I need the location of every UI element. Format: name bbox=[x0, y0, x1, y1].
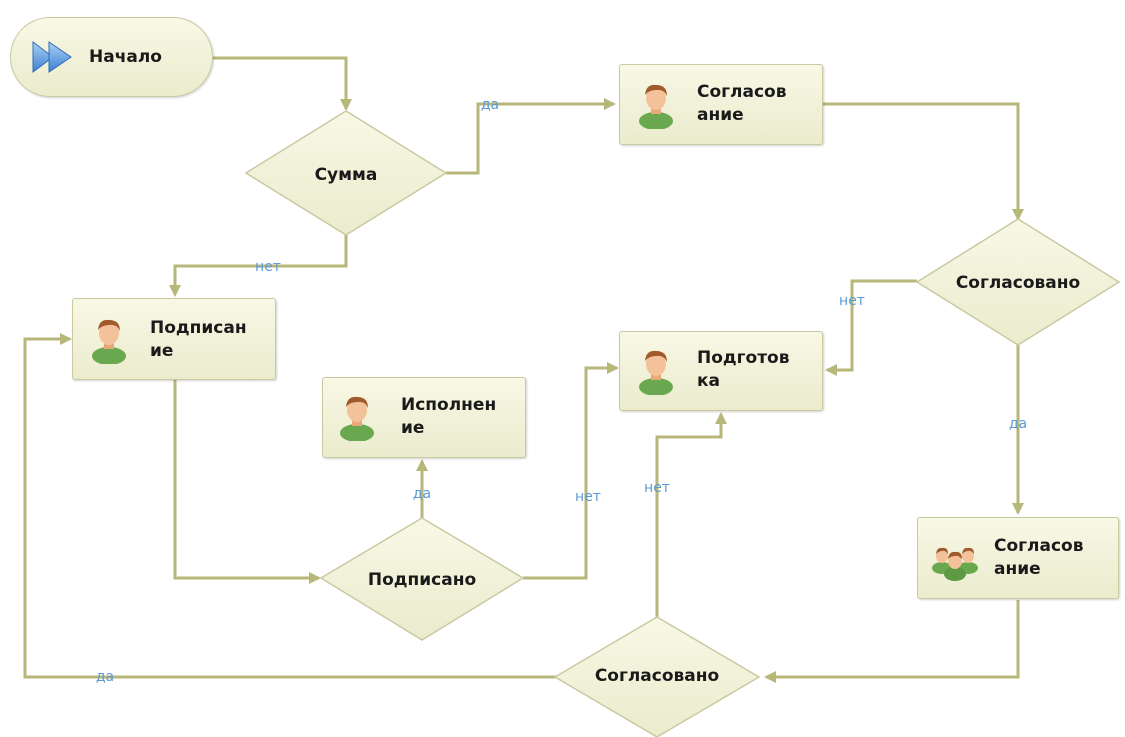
user-group-icon bbox=[932, 547, 978, 581]
edge-label-podpisano-yes: да bbox=[412, 486, 432, 502]
edge-label-soglasovano1-yes: да bbox=[1008, 416, 1028, 432]
edge-summa-yes bbox=[446, 98, 616, 175]
user-icon bbox=[92, 319, 126, 364]
user-icon bbox=[639, 84, 673, 129]
decision-soglasovano-1-label: Согласовано bbox=[955, 273, 1081, 293]
decision-soglasovano-2-shape bbox=[553, 616, 761, 737]
edge-summa-no bbox=[169, 235, 348, 297]
user-icon bbox=[340, 396, 374, 441]
task-soglasovanie-1[interactable]: Согласов ание bbox=[619, 64, 823, 145]
start-node[interactable]: Начало bbox=[10, 17, 213, 97]
task-podpisanie[interactable]: Подписан ие bbox=[72, 298, 276, 380]
edge-soglasovano1-no bbox=[825, 279, 917, 376]
task-soglasovanie-2-label: Согласов ание bbox=[994, 536, 1084, 579]
task-podpisanie-label: Подписан ие bbox=[150, 318, 247, 361]
decision-soglasovano-1-shape bbox=[915, 218, 1121, 346]
edge-soglasovanie2-to-decision bbox=[764, 600, 1020, 683]
user-icon bbox=[639, 350, 673, 395]
edge-start-to-summa bbox=[213, 56, 352, 111]
decision-summa-label: Сумма bbox=[314, 165, 378, 185]
task-podgotovka-label: Подготов ка bbox=[697, 348, 790, 391]
edge-label-podpisano-no: нет bbox=[575, 489, 601, 505]
connector-lines bbox=[23, 56, 1024, 683]
task-soglasovanie-2[interactable]: Согласов ание bbox=[917, 517, 1119, 599]
task-ispolnenie-label: Исполнен ие bbox=[401, 395, 497, 438]
decision-shapes bbox=[244, 110, 1121, 737]
edge-label-summa-yes: да bbox=[480, 97, 500, 113]
play-icon bbox=[32, 41, 72, 73]
task-ispolnenie[interactable]: Исполнен ие bbox=[322, 377, 526, 458]
decision-podpisano-shape bbox=[319, 517, 525, 641]
decision-podpisano-label: Подписано bbox=[367, 570, 477, 590]
edge-label-soglasovano1-no: нет bbox=[839, 293, 865, 309]
decision-summa-shape bbox=[244, 110, 448, 236]
start-label: Начало bbox=[89, 47, 162, 67]
edge-label-soglasovano2-yes: да bbox=[95, 669, 115, 685]
decision-soglasovano-2-label: Согласовано bbox=[594, 666, 720, 686]
edge-soglasovano2-yes bbox=[23, 333, 557, 679]
edge-label-summa-no: нет bbox=[255, 259, 281, 275]
edge-soglasovano2-no bbox=[655, 412, 727, 617]
edge-soglasovanie1-to-decision bbox=[823, 102, 1024, 221]
task-podgotovka[interactable]: Подготов ка bbox=[619, 331, 823, 411]
edge-podpisanie-to-podpisano bbox=[173, 380, 321, 584]
edge-label-soglasovano2-no: нет bbox=[644, 480, 670, 496]
edge-podpisano-no bbox=[523, 362, 619, 580]
task-soglasovanie-1-label: Согласов ание bbox=[697, 82, 787, 125]
